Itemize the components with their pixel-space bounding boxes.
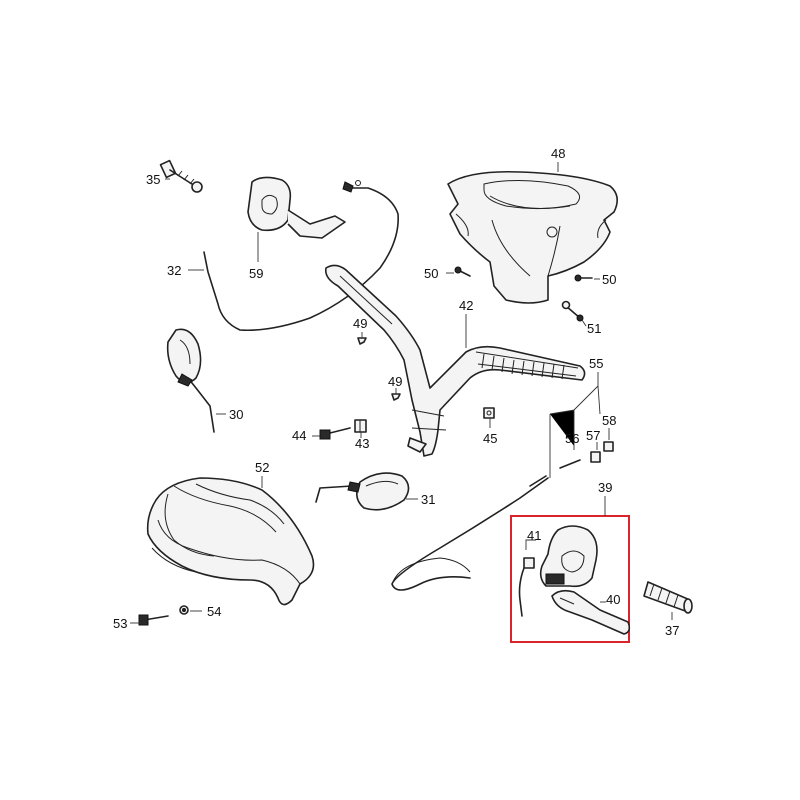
callout-30: 30 bbox=[229, 407, 243, 422]
callout-31: 31 bbox=[421, 492, 435, 507]
part-44-bolt bbox=[319, 427, 351, 440]
part-52-front-cover bbox=[146, 477, 315, 606]
callout-53: 53 bbox=[113, 616, 127, 631]
part-59-switch-housing bbox=[247, 176, 346, 239]
part-49-clip-upper bbox=[357, 337, 367, 345]
part-49-clip-lower bbox=[391, 393, 401, 401]
callout-57: 57 bbox=[586, 428, 600, 443]
leader-51 bbox=[581, 319, 587, 327]
part-39-switch-housing bbox=[539, 525, 598, 588]
part-41-wire bbox=[518, 557, 535, 617]
part-cable-upper bbox=[203, 180, 399, 332]
callout-49-upper: 49 bbox=[353, 316, 367, 331]
callout-52: 52 bbox=[255, 460, 269, 475]
callout-55: 55 bbox=[589, 356, 603, 371]
part-45-nut bbox=[483, 407, 495, 419]
callout-45: 45 bbox=[483, 431, 497, 446]
part-40-brake-lever bbox=[551, 589, 631, 635]
part-48-handlebar-cover bbox=[447, 170, 618, 304]
callout-35: 35 bbox=[146, 172, 160, 187]
callout-58: 58 bbox=[602, 413, 616, 428]
part-31-mirror-right bbox=[315, 472, 410, 511]
part-50-screw-right bbox=[574, 274, 593, 282]
part-37-grip bbox=[643, 581, 693, 614]
part-50-screw-left bbox=[454, 266, 471, 277]
callout-54: 54 bbox=[207, 604, 221, 619]
callout-48: 48 bbox=[551, 146, 565, 161]
part-56-adjuster bbox=[559, 459, 581, 469]
part-30-mirror-left bbox=[166, 328, 215, 433]
part-57-nut bbox=[590, 451, 601, 463]
callout-50-right: 50 bbox=[602, 272, 616, 287]
callout-51: 51 bbox=[587, 321, 601, 336]
callout-32: 32 bbox=[167, 263, 181, 278]
callout-49-lower: 49 bbox=[388, 374, 402, 389]
part-35-bolt bbox=[159, 159, 203, 193]
leader-41 bbox=[525, 539, 536, 550]
callout-37: 37 bbox=[665, 623, 679, 638]
part-58-cap bbox=[603, 441, 614, 452]
callout-43: 43 bbox=[355, 436, 369, 451]
part-42-handlebar bbox=[324, 264, 586, 457]
callout-39: 39 bbox=[598, 480, 612, 495]
part-53-bolt bbox=[138, 614, 169, 626]
part-51-bolt bbox=[561, 300, 584, 322]
callout-44: 44 bbox=[292, 428, 306, 443]
callout-50-left: 50 bbox=[424, 266, 438, 281]
callout-59: 59 bbox=[249, 266, 263, 281]
part-cable-lower bbox=[391, 475, 549, 591]
part-55-bracket-lines bbox=[549, 372, 601, 478]
highlight-box-39 bbox=[510, 515, 630, 643]
callout-40: 40 bbox=[606, 592, 620, 607]
part-54-washer bbox=[179, 605, 189, 615]
callout-56: 56 bbox=[565, 431, 579, 446]
callout-41: 41 bbox=[527, 528, 541, 543]
callout-42: 42 bbox=[459, 298, 473, 313]
part-43-nut bbox=[354, 419, 367, 433]
